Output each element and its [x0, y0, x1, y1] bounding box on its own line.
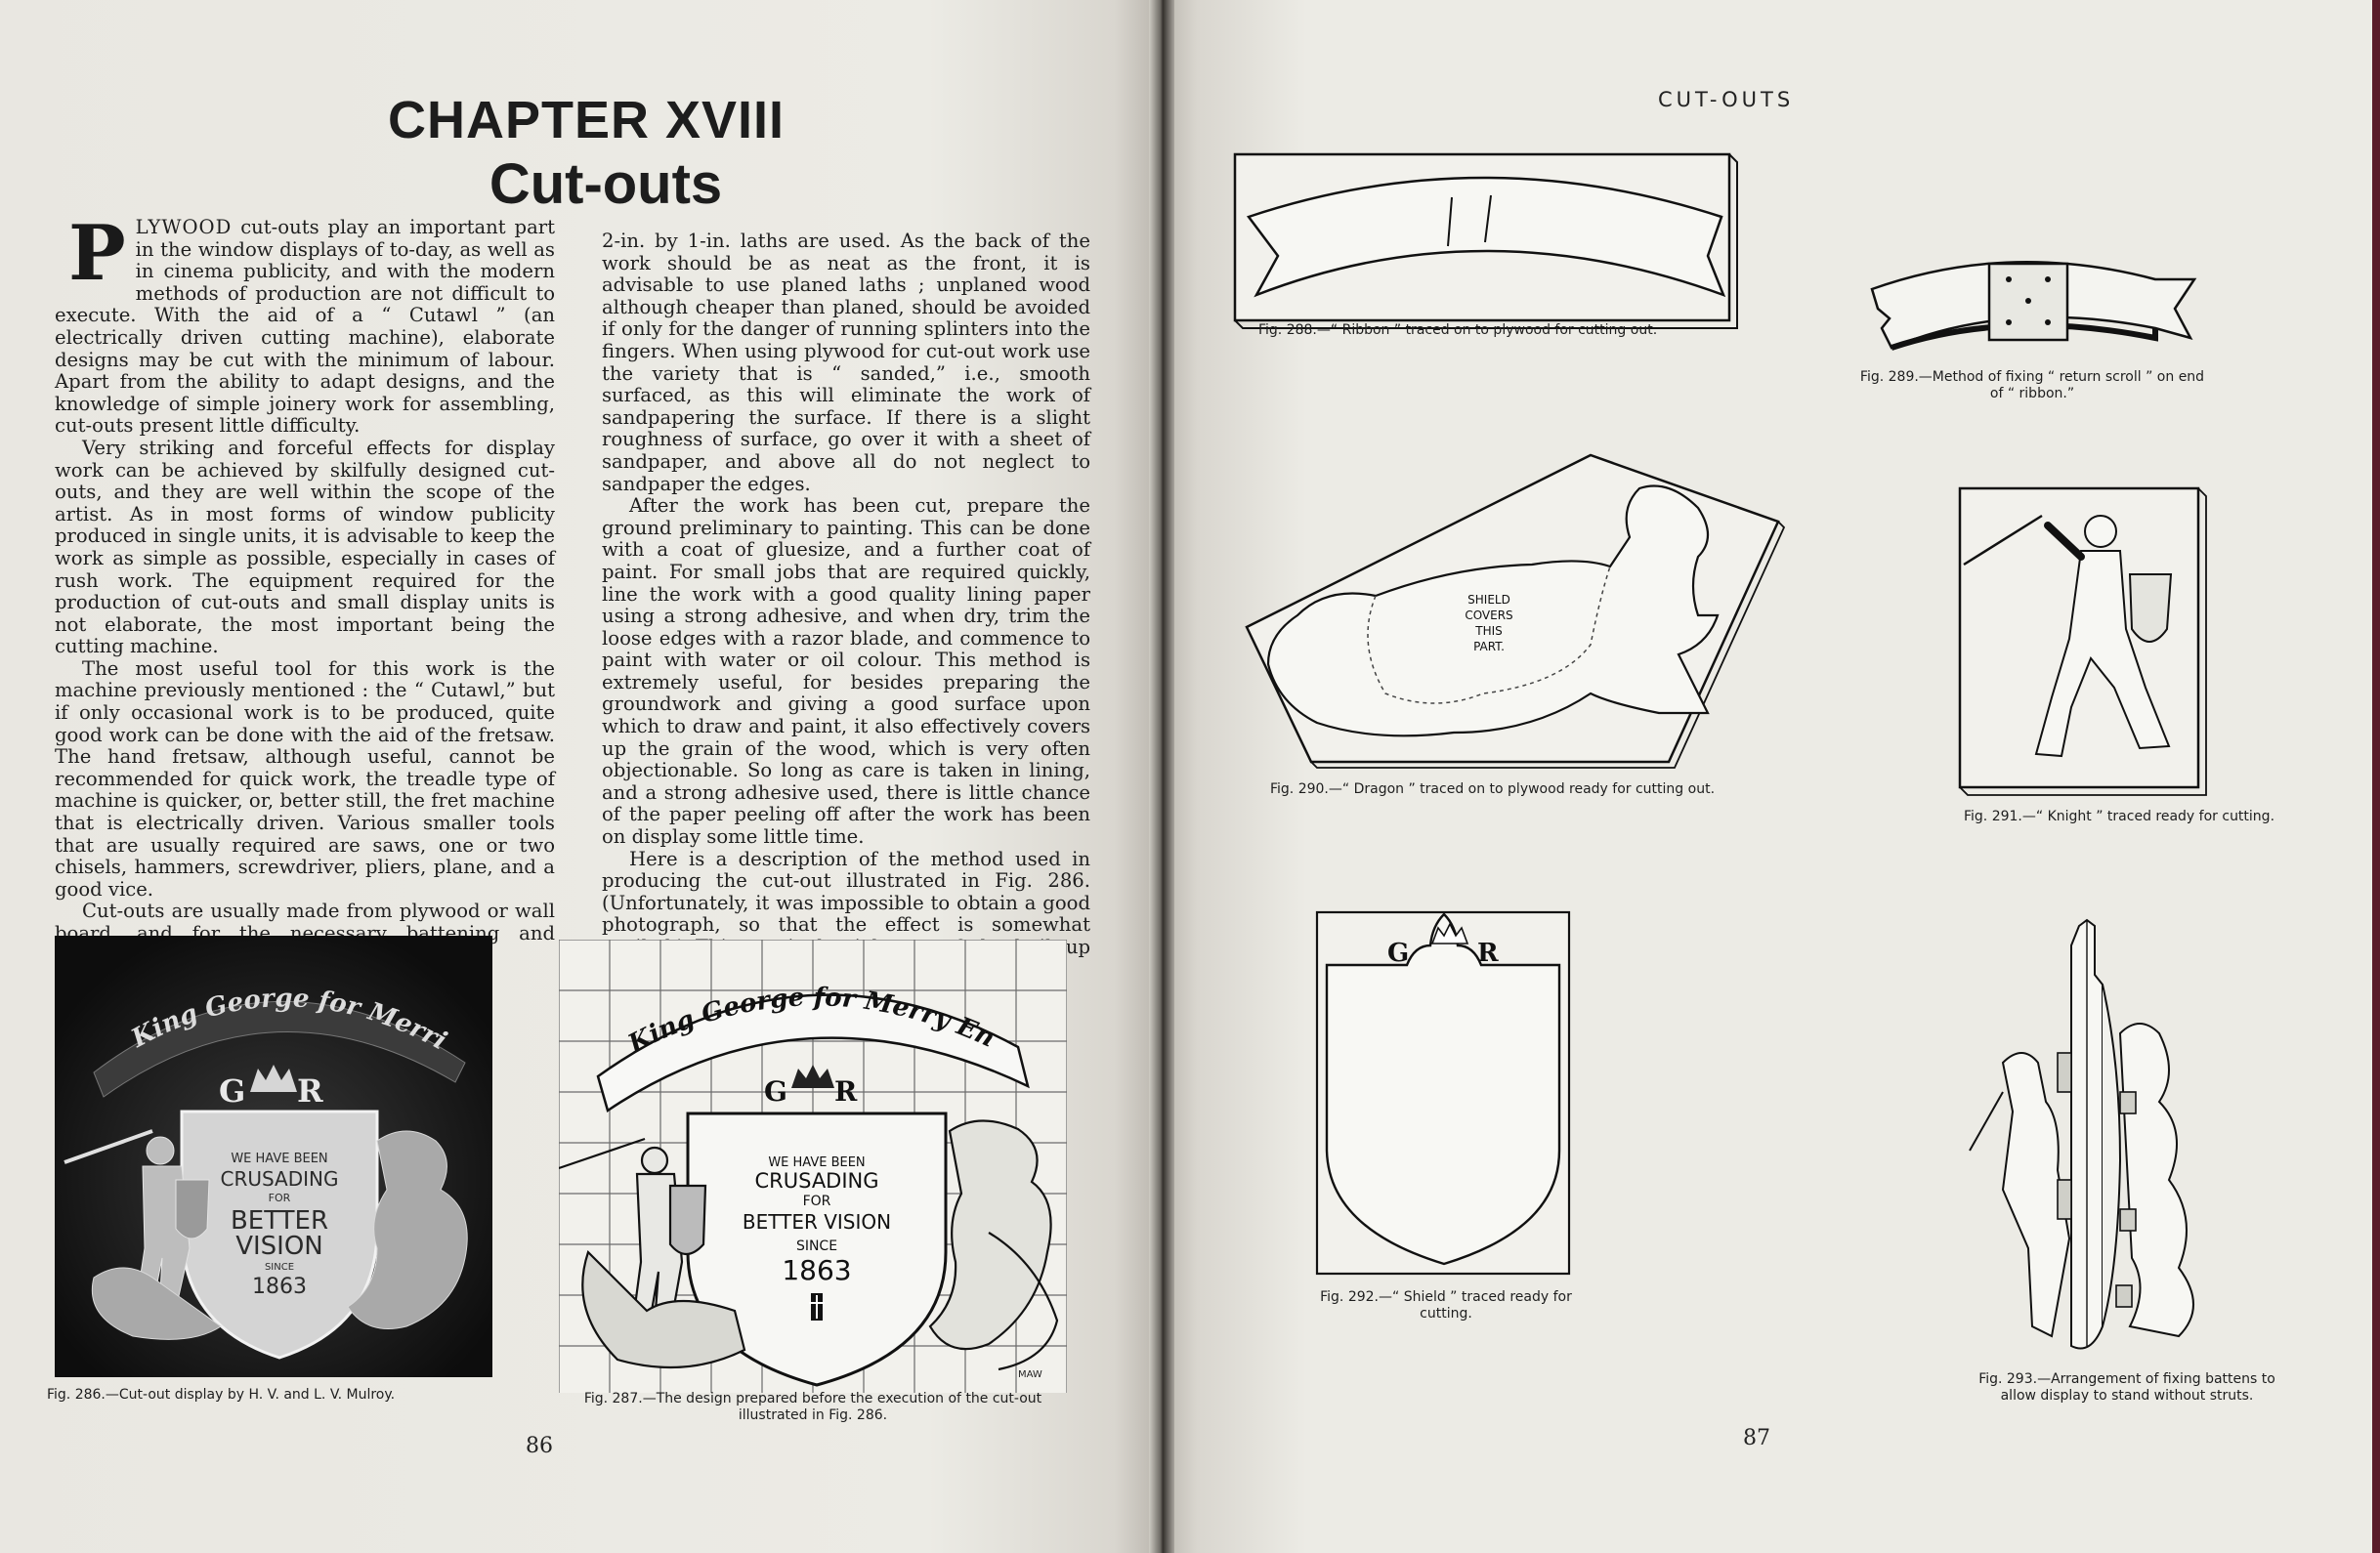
- crown-icon: [250, 1065, 297, 1092]
- dragon-cutout-outline: [2118, 1023, 2194, 1338]
- fig-286-monogram-g: G: [219, 1072, 245, 1110]
- svg-text:FOR: FOR: [269, 1192, 291, 1204]
- paragraph-2: Very striking and forceful effects for d…: [55, 436, 555, 658]
- dragon-figure: [928, 1119, 1059, 1371]
- svg-text:1863: 1863: [782, 1254, 851, 1286]
- fig-292-monogram-r: R: [1477, 939, 1499, 968]
- svg-text:CRUSADING: CRUSADING: [220, 1167, 338, 1191]
- svg-text:BETTER VISION: BETTER VISION: [743, 1210, 891, 1234]
- fig-286-photo: King George for Merrie England G R WE HA…: [55, 936, 492, 1377]
- fig-292-monogram-g: G: [1387, 939, 1409, 968]
- paragraph-6: After the work has been cut, prepare the…: [602, 494, 1090, 849]
- svg-text:SINCE: SINCE: [265, 1262, 294, 1273]
- paragraph-5: 2-in. by 1-in. laths are used. As the ba…: [602, 230, 1090, 495]
- dragon-outline: [1266, 484, 1720, 737]
- fig-293-caption: Fig. 293.—Arrangement of fixing battens …: [1978, 1371, 2275, 1404]
- chapter-number: CHAPTER XVIII: [387, 91, 786, 149]
- fig-287-monogram-r: R: [834, 1075, 858, 1108]
- knight-figure: [559, 1137, 746, 1369]
- dragon-figure: [91, 1130, 468, 1340]
- fig-289-caption: Fig. 289.—Method of fixing “ return scro…: [1859, 369, 2205, 401]
- book-spine: [1149, 0, 1174, 1553]
- running-head: CUT-OUTS: [1658, 88, 1795, 111]
- crown-icon: [1430, 922, 1469, 944]
- svg-text:SINCE: SINCE: [796, 1238, 837, 1254]
- artist-signature: MAW: [1018, 1369, 1042, 1380]
- svg-text:BETTER: BETTER: [231, 1206, 328, 1236]
- fig-286-monogram-r: R: [297, 1072, 323, 1110]
- fig-286-shield: [180, 1110, 379, 1360]
- fig-290-dragon: SHIELD COVERS THIS PART.: [1239, 449, 1786, 781]
- fig-287-caption: Fig. 287.—The design prepared before the…: [583, 1391, 1042, 1423]
- page-number-left: 86: [526, 1434, 553, 1458]
- fig-287-monogram-g: G: [764, 1075, 787, 1108]
- svg-text:COVERS: COVERS: [1465, 609, 1512, 622]
- page-number-right: 87: [1743, 1426, 1770, 1450]
- svg-text:CRUSADING: CRUSADING: [754, 1169, 878, 1193]
- knight-outline: [1963, 514, 2173, 758]
- svg-text:SHIELD: SHIELD: [1467, 593, 1510, 607]
- fig-288-caption: Fig. 288.—“ Ribbon ” traced on to plywoo…: [1258, 322, 1658, 338]
- knight-cutout-outline: [1969, 1052, 2071, 1338]
- fig-287-drawing: King George for Merry England G R WE HAV…: [559, 940, 1067, 1393]
- fig-290-caption: Fig. 290.—“ Dragon ” traced on to plywoo…: [1270, 781, 1716, 797]
- fig-291-caption: Fig. 291.—“ Knight ” traced ready for cu…: [1964, 809, 2275, 824]
- fixing-battens: [2057, 1052, 2137, 1308]
- fig-289-return-scroll: [1862, 240, 2204, 367]
- fig-292-caption: Fig. 292.—“ Shield ” traced ready for cu…: [1320, 1289, 1572, 1322]
- fig-288-ribbon: [1229, 148, 1743, 332]
- text-column-2: 2-in. by 1-in. laths are used. As the ba…: [602, 230, 1090, 981]
- drop-cap: P: [68, 209, 126, 298]
- chapter-heading: CHAPTER XVIII Cut-outs: [381, 90, 791, 219]
- svg-text:PART.: PART.: [1473, 640, 1505, 653]
- cover-edge: [2372, 0, 2380, 1553]
- fig-290-label: SHIELD COVERS THIS PART.: [1465, 593, 1512, 653]
- svg-text:WE HAVE BEEN: WE HAVE BEEN: [231, 1152, 327, 1166]
- svg-text:VISION: VISION: [235, 1232, 323, 1261]
- fig-286-caption: Fig. 286.—Cut-out display by H. V. and L…: [47, 1387, 396, 1403]
- paragraph-3: The most useful tool for this work is th…: [55, 656, 555, 901]
- svg-text:FOR: FOR: [803, 1194, 831, 1209]
- fig-293-battens: [1964, 916, 2257, 1358]
- svg-text:THIS: THIS: [1474, 624, 1503, 638]
- svg-text:1863: 1863: [252, 1275, 307, 1299]
- fig-291-knight: [1954, 483, 2212, 799]
- svg-text:WE HAVE BEEN: WE HAVE BEEN: [768, 1155, 865, 1170]
- crown-icon: [791, 1065, 834, 1088]
- chapter-title: Cut-outs: [489, 152, 723, 216]
- lead-in: LYWOOD: [135, 216, 233, 238]
- fig-292-shield: G R: [1313, 906, 1575, 1283]
